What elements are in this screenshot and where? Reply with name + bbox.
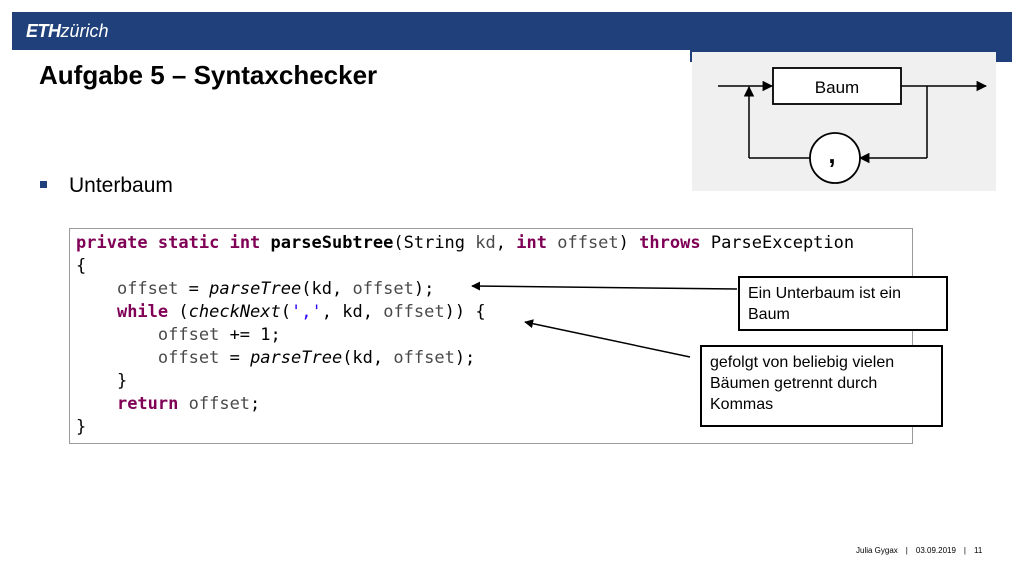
- footer-date: 03.09.2019: [915, 546, 956, 555]
- callout-unterbaum: Ein Unterbaum ist ein Baum: [738, 276, 948, 331]
- code-line-4: while (checkNext(',', kd, offset)) {: [116, 302, 486, 322]
- logo-zurich: zürich: [60, 21, 109, 41]
- code-line-7: }: [116, 371, 128, 391]
- footer-separator: |: [905, 546, 908, 555]
- code-line-5: offset += 1;: [157, 325, 281, 345]
- code-line-9: }: [76, 417, 87, 437]
- baum-label: Baum: [815, 78, 859, 97]
- footer: Julia Gygax | 03.09.2019 | 11: [856, 546, 982, 555]
- baum-box: [772, 67, 902, 105]
- syntax-diagram: Baum ,: [718, 67, 988, 184]
- code-block: private static int parseSubtree(String k…: [76, 232, 854, 439]
- bullet-marker: [40, 181, 47, 188]
- code-line-3: offset = parseTree(kd, offset);: [116, 279, 435, 299]
- callout-kommas: gefolgt von beliebig vielen Bäumen getre…: [700, 345, 943, 427]
- logo-eth: ETH: [26, 21, 61, 41]
- footer-page-number: 11: [974, 546, 983, 555]
- code-line-2: {: [76, 256, 87, 276]
- slide-title: Aufgabe 5 – Syntaxchecker: [39, 60, 378, 90]
- eth-logo: ETHzürich: [26, 20, 109, 42]
- code-line-1: private static int parseSubtree(String k…: [76, 233, 855, 253]
- comma-label: ,: [828, 139, 835, 169]
- arrow-to-line-4: [524, 319, 691, 358]
- code-line-6: offset = parseTree(kd, offset);: [157, 348, 476, 368]
- footer-author: Julia Gygax: [856, 546, 898, 555]
- bullet-text: Unterbaum: [69, 174, 173, 197]
- arrow-to-line-3: [471, 281, 738, 291]
- code-line-8: return offset;: [116, 394, 261, 414]
- footer-separator: |: [963, 546, 966, 555]
- title-background: [12, 50, 690, 96]
